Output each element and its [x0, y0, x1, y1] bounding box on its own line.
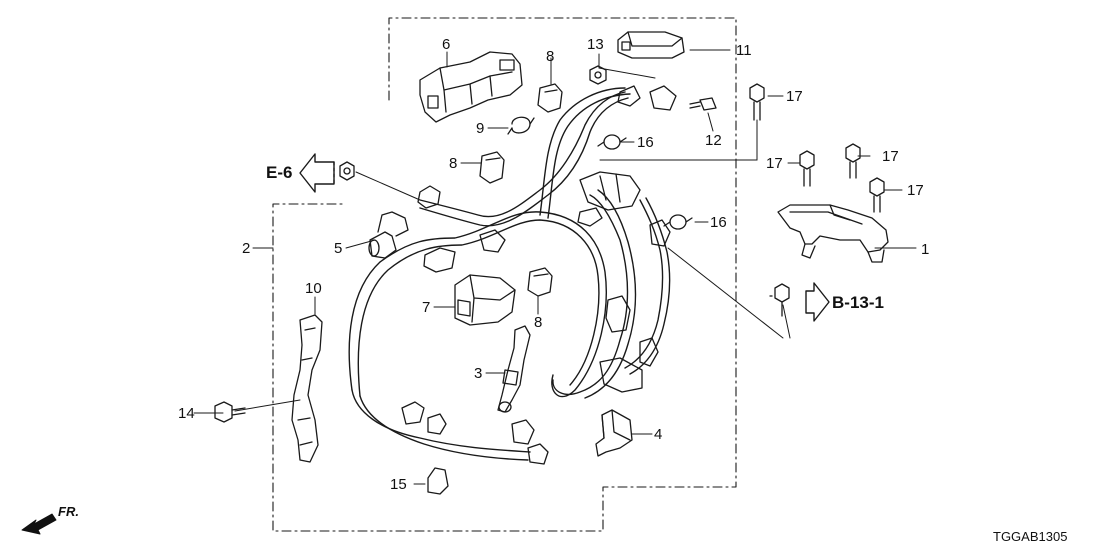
part-11-connector — [617, 31, 685, 59]
part-label-1[interactable]: 1 — [921, 241, 930, 258]
part-17-bolt-c — [845, 143, 861, 179]
part-label-11[interactable]: 11 — [736, 42, 752, 59]
part-17-bolt-a — [749, 83, 765, 121]
part-label-8-low[interactable]: 8 — [534, 314, 543, 331]
part-label-6[interactable]: 6 — [442, 36, 451, 53]
ground-bolt — [769, 283, 790, 317]
part-label-2[interactable]: 2 — [242, 240, 251, 257]
part-label-16-right[interactable]: 16 — [710, 214, 727, 231]
part-9-band — [507, 116, 535, 135]
part-label-8-mid[interactable]: 8 — [449, 155, 458, 172]
part-label-8-top[interactable]: 8 — [546, 48, 555, 65]
e6-nut — [339, 161, 355, 181]
b13-reference-arrow — [805, 282, 830, 322]
part-label-16-top[interactable]: 16 — [637, 134, 654, 151]
part-17-bolt-b — [799, 150, 815, 187]
part-3-clip — [497, 325, 531, 413]
part-17-bolt-d — [869, 177, 885, 213]
part-label-12[interactable]: 12 — [705, 132, 722, 149]
part-label-7[interactable]: 7 — [422, 299, 431, 316]
reference-e6[interactable]: E-6 — [266, 163, 293, 182]
part-16-grommet-top — [597, 134, 627, 150]
part-10-protector — [291, 314, 323, 463]
leader-lines — [193, 49, 917, 485]
part-16-grommet-right — [663, 214, 693, 230]
assembly-boundary — [272, 17, 737, 532]
front-label: FR. — [58, 504, 79, 519]
part-label-13[interactable]: 13 — [587, 36, 604, 53]
harness-connectors — [401, 85, 677, 465]
part-1-bracket — [777, 204, 889, 263]
part-4-bracket — [595, 409, 633, 457]
part-label-14[interactable]: 14 — [178, 405, 195, 422]
part-label-17-d[interactable]: 17 — [907, 182, 924, 199]
part-label-5[interactable]: 5 — [334, 240, 343, 257]
part-label-9[interactable]: 9 — [476, 120, 485, 137]
part-5-connector — [368, 211, 409, 259]
part-7-holder — [454, 274, 516, 326]
part-8-clip-low — [527, 267, 553, 297]
part-label-15[interactable]: 15 — [390, 476, 407, 493]
part-8-clip-mid — [479, 151, 505, 184]
part-15-clip — [427, 467, 449, 495]
part-label-17-c[interactable]: 17 — [882, 148, 899, 165]
part-label-17-a[interactable]: 17 — [786, 88, 803, 105]
drawing-code: TGGAB1305 — [993, 529, 1068, 544]
part-14-bolt — [214, 401, 246, 423]
part-label-17-b[interactable]: 17 — [766, 155, 783, 172]
wire-harness — [348, 87, 671, 461]
part-8-clip-top — [537, 83, 563, 113]
part-label-4[interactable]: 4 — [654, 426, 663, 443]
reference-b13-1[interactable]: B-13-1 — [832, 293, 884, 312]
part-label-3[interactable]: 3 — [474, 365, 483, 382]
e6-reference-arrow — [299, 153, 335, 193]
front-arrow — [21, 513, 57, 535]
part-13-nut — [589, 65, 607, 85]
part-label-10[interactable]: 10 — [305, 280, 322, 297]
part-12-bolt — [689, 97, 717, 111]
part-6-relay-box — [419, 51, 523, 123]
